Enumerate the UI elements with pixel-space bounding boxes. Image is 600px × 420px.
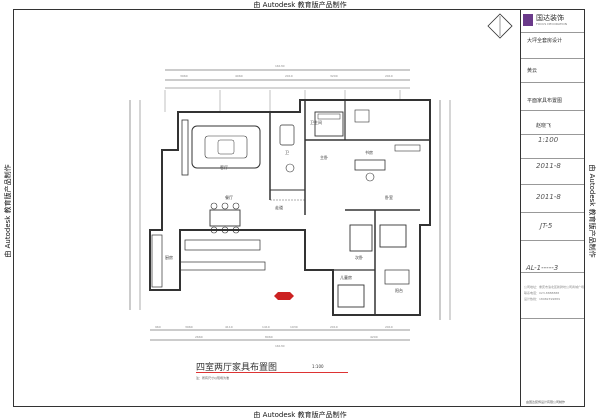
- dim-bottom: 1930: [290, 325, 298, 329]
- page-number: JT-5: [540, 222, 553, 230]
- tb-divider: [521, 240, 584, 241]
- dim-bottom-sub: 8060: [265, 335, 273, 339]
- room-label: 卫生间: [310, 120, 322, 125]
- tb-divider: [521, 134, 584, 135]
- project-name: 大坪全套房设计: [527, 38, 563, 44]
- dim-bottom: 3960: [185, 325, 193, 329]
- room-label: 走道: [275, 205, 283, 210]
- dim-bottom: 2010: [330, 325, 338, 329]
- owner-name: 黄云: [527, 68, 538, 74]
- dim-top: 3200: [330, 74, 338, 78]
- dim-top: 2010: [285, 74, 293, 78]
- room-label: 书房: [365, 150, 373, 155]
- room-label: 阳台: [395, 288, 403, 293]
- drawing-note: 注：所有尺寸以现场为准: [196, 376, 230, 380]
- logo-subtitle: FOCUS DECORATION: [536, 22, 568, 26]
- dim-bottom: 4110: [225, 325, 233, 329]
- room-label: 餐厅: [225, 195, 233, 200]
- drawing-scale: 1:100: [312, 364, 324, 369]
- toilet: [285, 163, 295, 173]
- kitchen-counter: [179, 261, 266, 271]
- room-label: 儿童房: [340, 275, 352, 280]
- sofa-set: [191, 125, 261, 169]
- kitchen-counter: [184, 239, 261, 251]
- drawing-title: 四室两厅家具布置图: [196, 363, 278, 373]
- dim-bottom: 2910: [385, 325, 393, 329]
- tb-divider: [521, 212, 584, 213]
- room-label: 卧室: [385, 195, 393, 200]
- drawing-name: 平面家具布置图: [527, 98, 563, 104]
- tb-divider: [521, 82, 584, 83]
- edu-watermark-bottom: 由 Autodesk 教育版产品制作: [253, 411, 347, 419]
- address-line-1: 公司地址：重庆市渝北区新牌坊公司商城广场: [524, 285, 585, 289]
- study-desk: [354, 159, 386, 171]
- rug-pattern: [217, 139, 235, 155]
- tb-divider: [521, 184, 584, 185]
- scale-value: 1:100: [538, 136, 559, 144]
- title-block: [520, 9, 585, 407]
- drawing-code: AL-1-----3: [526, 264, 559, 272]
- vanity: [354, 109, 370, 123]
- dim-top-total: 16130: [275, 64, 285, 68]
- address-line-2: 联系电话：023-8888888: [524, 291, 560, 295]
- balcony-table: [384, 269, 410, 285]
- bookshelf: [394, 144, 421, 152]
- dim-bottom-sub: 4200: [370, 335, 378, 339]
- drawing-frame: [13, 9, 585, 407]
- bedroom-bed: [349, 224, 373, 252]
- room-label: 厨房: [165, 255, 173, 260]
- title-underline: [196, 372, 348, 373]
- room-label: 客厅: [220, 165, 228, 170]
- tb-divider: [521, 110, 584, 111]
- bedroom-bed: [379, 224, 407, 248]
- dim-top: 2910: [385, 74, 393, 78]
- entrance-marker-icon: [274, 292, 294, 300]
- address-line-3: 设计热线：18982399889: [524, 297, 560, 301]
- dining-table: [209, 209, 241, 227]
- tv-cabinet: [181, 119, 189, 176]
- dim-bottom: 960: [155, 325, 161, 329]
- kids-bed: [337, 284, 365, 308]
- dim-bottom: 1410: [262, 325, 270, 329]
- bathtub: [279, 124, 295, 146]
- master-bed: [314, 111, 344, 137]
- kitchen-counter: [151, 234, 163, 288]
- date-value-1: 2011-8: [536, 162, 561, 170]
- tb-divider: [521, 158, 584, 159]
- dim-top: 3960: [180, 74, 188, 78]
- logo-mark-icon: [523, 14, 533, 26]
- tb-divider: [521, 58, 584, 59]
- tb-divider: [521, 318, 584, 319]
- tb-divider: [521, 272, 584, 273]
- dim-bottom-sub: 2660: [195, 335, 203, 339]
- outer-wall: [149, 99, 431, 316]
- tb-divider: [521, 32, 584, 33]
- room-label: 次卧: [355, 255, 363, 260]
- company-logo: 国达装饰 FOCUS DECORATION: [523, 12, 581, 30]
- date-value-2: 2011-8: [536, 193, 561, 201]
- title-block-footer: 由国达装饰设计有限公司制作: [526, 400, 566, 404]
- coffee-table: [204, 135, 248, 159]
- logo-name: 国达装饰: [536, 14, 564, 22]
- room-label: 主卧: [320, 155, 328, 160]
- room-label: 卫: [285, 150, 289, 155]
- edu-watermark-top: 由 Autodesk 教育版产品制作: [253, 1, 347, 9]
- designer-name: 赵晓飞: [536, 123, 552, 129]
- north-arrow-icon: [487, 13, 513, 39]
- dim-bottom-total: 16130: [275, 344, 285, 348]
- dim-top: 4060: [235, 74, 243, 78]
